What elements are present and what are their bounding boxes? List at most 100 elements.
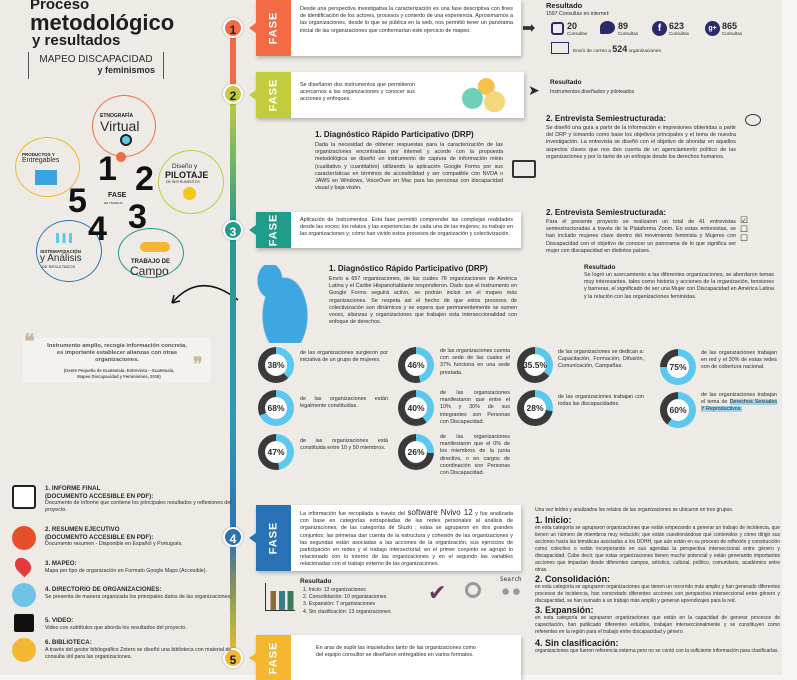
phase-5-text: En aras de suplir las inquietudes tanto … bbox=[316, 645, 476, 659]
title-line-2: metodológico bbox=[30, 10, 175, 35]
stat-value: 60% bbox=[669, 405, 687, 415]
phase-2-interview-text: Se diseñó una guía a partir de la inform… bbox=[546, 125, 736, 160]
phase-3-drp-text: Envío a 657 organizaciones, de las cuale… bbox=[329, 276, 517, 326]
subtitle-1: MAPEO DISCAPACIDAD bbox=[39, 54, 153, 65]
number-1: 1 bbox=[98, 150, 117, 188]
stat-text: de las organizaciones surgieron por inic… bbox=[300, 350, 388, 364]
number-2: 2 bbox=[135, 160, 154, 198]
bar-chart-icon bbox=[56, 233, 72, 243]
result-item: 1. Inicio: 13 organizaciones bbox=[303, 587, 366, 593]
software-name: software Nvivo 12 bbox=[407, 508, 473, 517]
stat-text: de las organizaciones está constituida e… bbox=[300, 438, 388, 452]
phase-2-text: Se diseñaron dos instrumentos que permit… bbox=[300, 82, 415, 103]
laptop-icon bbox=[512, 160, 536, 178]
phase-3-tab: FASE bbox=[249, 212, 291, 248]
directory-icon bbox=[12, 583, 36, 607]
number-3: 3 bbox=[128, 198, 147, 236]
phase-3-interview-title: 2. Entrevista Semiestructurada: bbox=[546, 208, 667, 217]
stat-text: de las organizaciones trabajan con todas… bbox=[558, 394, 644, 408]
petal-1-big: Virtual bbox=[100, 118, 140, 134]
petal-3 bbox=[118, 228, 184, 278]
quote-text: Instrumento amplio, recogía información … bbox=[47, 343, 187, 363]
arrow-right-icon: ➡ bbox=[522, 20, 536, 37]
timeline-step-5[interactable]: 5 bbox=[223, 648, 243, 668]
stat-donut: 35.5% bbox=[517, 347, 553, 383]
quote-card: ❝ ❞ Instrumento amplio, recogía informac… bbox=[23, 331, 211, 382]
search-label: Search bbox=[500, 576, 522, 583]
phase-3-card: FASE Aplicación de Instrumentos. Esta fa… bbox=[249, 212, 521, 248]
stat-value: 35.5% bbox=[522, 360, 548, 370]
phase-1-text: Desde una perspectiva investigativa la c… bbox=[300, 6, 513, 34]
clapperboard-icon bbox=[14, 614, 34, 632]
groups-intro: Una vez leídos y analizados los relatos … bbox=[535, 507, 734, 513]
phase-3-interview-text: Para el presente proyecto se realizaron … bbox=[546, 219, 736, 254]
petal-2-small: Diseño y bbox=[172, 163, 198, 170]
phase-2-result-title: Resultado bbox=[550, 79, 582, 86]
lightbulb-icon bbox=[183, 187, 196, 200]
stat-value: 38% bbox=[267, 360, 285, 370]
open-quote-icon: ❝ bbox=[24, 331, 35, 353]
stat-donut: 60% bbox=[660, 392, 696, 428]
stat-text: de las organizaciones se dedican a: Capa… bbox=[558, 349, 644, 370]
phase-4-result-title: Resultado bbox=[300, 578, 332, 585]
phase-2-result-text: Instrumentos diseñados y piloteados bbox=[550, 89, 635, 95]
timeline-step-1[interactable]: 1 bbox=[223, 18, 243, 38]
phase-1-result-text: 1597 Consultas en internet: bbox=[546, 11, 610, 17]
subtitle-2: y feminismos bbox=[97, 65, 155, 75]
phase-2-drp-text: Dada la necesidad de obtener respuestas … bbox=[315, 142, 503, 192]
stat-donut: 75% bbox=[660, 349, 696, 385]
subtitle-bracket: MAPEO DISCAPACIDAD y feminismos bbox=[28, 52, 164, 79]
result-item: 4. Sin clasificación: 13 organizaciones bbox=[303, 608, 391, 615]
center-sublabel: DE TRABAJO bbox=[104, 201, 123, 205]
timeline-segment-4 bbox=[230, 538, 236, 658]
center-label: FASE bbox=[108, 192, 127, 199]
stat-donut: 40% bbox=[398, 390, 434, 426]
timeline-step-2[interactable]: 2 bbox=[223, 84, 243, 104]
group-text: en esta categoría se agruparon organizac… bbox=[535, 615, 780, 635]
result-item: 2. Consolidación: 10 organizaciones bbox=[303, 594, 387, 601]
arrow-right-icon-2: ➤ bbox=[528, 82, 540, 98]
phase-1-tab: FASE bbox=[249, 0, 291, 56]
stat-text: de las organizaciones están legalmente c… bbox=[300, 396, 388, 410]
group-text: en esta categoría se agruparon organizac… bbox=[535, 584, 780, 604]
checklist-icon: ☑☐☐ bbox=[740, 215, 749, 243]
timeline-segment-1 bbox=[230, 25, 236, 95]
petal-5-big: Entregables bbox=[22, 157, 60, 164]
number-4: 4 bbox=[88, 210, 107, 248]
stat-text: de las organizaciones cuenta con sede de… bbox=[440, 348, 510, 376]
latin-america-map bbox=[255, 265, 315, 343]
stat-value: 26% bbox=[407, 447, 425, 457]
facebook-icon: f bbox=[652, 21, 667, 36]
instagram-icon bbox=[551, 22, 564, 35]
phase-2-drp-title: 1. Diagnóstico Rápido Participativo (DRP… bbox=[315, 130, 474, 139]
petal-1-dot bbox=[116, 152, 126, 162]
phase-4-card: FASE La información fue recopilada a tra… bbox=[249, 505, 521, 571]
stat-value: 46% bbox=[407, 360, 425, 370]
stat-text: de las organizaciones manifestaron que e… bbox=[440, 434, 510, 477]
phase-1-result-title: Resultado bbox=[546, 1, 583, 10]
stat-value: 68% bbox=[267, 403, 285, 413]
curved-arrow-icon bbox=[171, 285, 239, 304]
groups-list: 1. Inicio: en esta categoría se agruparo… bbox=[535, 515, 780, 655]
timeline-step-3[interactable]: 3 bbox=[223, 220, 243, 240]
search-icon bbox=[465, 582, 481, 598]
books-icon bbox=[12, 638, 36, 662]
phase-5-card: FASE En aras de suplir las inquietudes t… bbox=[249, 635, 521, 680]
group-title: 3. Expansión: bbox=[535, 605, 594, 615]
stat-donut: 68% bbox=[258, 390, 294, 426]
title-line-1: Proceso bbox=[30, 0, 90, 13]
petal-4-small: SISTEMATIZACIÓN bbox=[40, 249, 81, 254]
timeline-step-4[interactable]: 4 bbox=[223, 527, 243, 547]
stat-donut: 46% bbox=[398, 347, 434, 383]
stat-donut: 26% bbox=[398, 434, 434, 470]
number-5: 5 bbox=[68, 182, 87, 220]
stat-donut: 47% bbox=[258, 434, 294, 470]
petal-2-sub: DE INSTRUMENTOS bbox=[166, 180, 200, 184]
phase-3-result-title: Resultado bbox=[584, 264, 616, 271]
stat-value: 28% bbox=[526, 403, 544, 413]
stat-donut: 28% bbox=[517, 390, 553, 426]
chat-people-icon bbox=[456, 78, 511, 112]
